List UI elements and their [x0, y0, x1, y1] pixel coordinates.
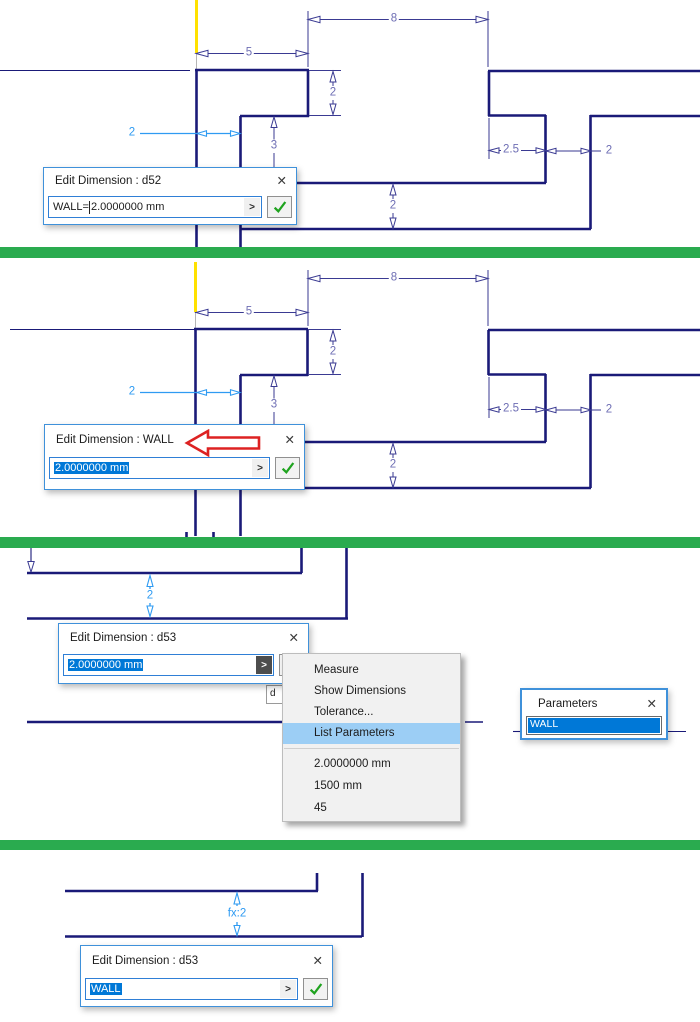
dimension-expression-input[interactable]: WALL=2.0000000 mm >	[48, 196, 262, 218]
dialog-title: Edit Dimension : d52	[55, 175, 162, 187]
dim-tab-width-2	[544, 406, 601, 414]
confirm-button[interactable]	[303, 978, 328, 1000]
menu-item-recent-value-2[interactable]: 1500 mm	[314, 780, 362, 792]
selected-input-value: 2.0000000 mm	[54, 462, 130, 474]
flyout-arrow-button[interactable]: >	[256, 656, 272, 674]
close-icon[interactable]: ✕	[646, 697, 657, 711]
edit-dimension-dialog-wall: Edit Dimension : WALL ✕ 2.0000000 mm >	[44, 424, 305, 490]
dimension-expression-input[interactable]: WALL >	[85, 978, 298, 1000]
dim-value-right-step-1[interactable]: 2	[327, 86, 339, 100]
dim-value-wall-2[interactable]: 2	[126, 385, 138, 399]
close-icon[interactable]: ✕	[312, 954, 323, 968]
close-icon[interactable]: ✕	[288, 631, 299, 645]
dim-value-left-width-1[interactable]: 5	[243, 46, 255, 60]
confirm-check-icon	[281, 462, 294, 475]
dim-top-width-1	[306, 11, 490, 67]
dim-edited-height-3	[146, 573, 154, 619]
parameter-item-selected[interactable]: WALL	[530, 718, 559, 730]
dialog-titlebar[interactable]: Edit Dimension : d53 ✕	[81, 946, 332, 976]
section-separator-1	[0, 247, 700, 258]
confirm-check-icon	[309, 983, 322, 996]
dimension-text-mini-box: d	[266, 685, 287, 704]
red-arrow-annotation	[184, 429, 261, 457]
edit-dimension-dialog-d52: Edit Dimension : d52 ✕ WALL=2.0000000 mm…	[43, 167, 297, 225]
dialog-titlebar[interactable]: Edit Dimension : WALL ✕	[45, 425, 304, 455]
input-prefix: WALL=	[53, 201, 89, 213]
dim-channel-height-1	[389, 182, 397, 231]
confirm-button[interactable]	[275, 457, 300, 479]
close-icon[interactable]: ✕	[276, 174, 287, 188]
dim-right-step-height-1	[309, 69, 341, 117]
dialog-titlebar[interactable]: Parameters ✕	[522, 690, 666, 718]
menu-item-list-parameters[interactable]: List Parameters	[283, 723, 460, 744]
menu-item-tolerance[interactable]: Tolerance...	[314, 706, 374, 718]
dim-value-edited-3[interactable]: 2	[144, 589, 156, 603]
close-icon[interactable]: ✕	[284, 433, 295, 447]
edit-dimension-dialog-d53: Edit Dimension : d53 ✕ 2.0000000 mm >	[58, 623, 309, 684]
menu-item-measure[interactable]: Measure	[314, 664, 359, 676]
dim-notch-width-2	[487, 377, 548, 418]
dim-value-notch-2[interactable]: 2.5	[501, 402, 521, 416]
menu-item-recent-value-3[interactable]: 45	[314, 802, 327, 814]
dialog-title: Edit Dimension : d53	[92, 955, 199, 967]
dimension-expression-input[interactable]: 2.0000000 mm >	[49, 457, 270, 479]
flyout-arrow-button[interactable]: >	[244, 198, 260, 216]
dim-value-channel-1[interactable]: 2	[387, 199, 399, 213]
dim-wall-thickness-1	[140, 129, 242, 138]
dim-value-channel-2[interactable]: 2	[387, 458, 399, 472]
selected-input-value: 2.0000000 mm	[68, 659, 144, 671]
dim-value-fx-4[interactable]: fx:2	[225, 907, 249, 921]
parameters-dialog: Parameters ✕ WALL	[520, 688, 668, 740]
flyout-arrow-button[interactable]: >	[252, 459, 268, 477]
menu-separator	[284, 748, 459, 749]
dim-value-notch-1[interactable]: 2.5	[501, 143, 521, 157]
dim-wall-thickness-2	[140, 388, 242, 397]
dim-value-tab-2[interactable]: 2	[603, 403, 615, 417]
dim-right-step-height-2	[309, 328, 341, 376]
dim-value-left-width-2[interactable]: 5	[243, 305, 255, 319]
dialog-title: Edit Dimension : d53	[70, 632, 177, 644]
dim-fx-height-4	[233, 890, 241, 938]
menu-item-recent-value-1[interactable]: 2.0000000 mm	[314, 758, 391, 770]
dim-channel-height-2	[389, 441, 397, 490]
parameters-list: WALL	[526, 716, 662, 735]
dialog-titlebar[interactable]: Edit Dimension : d53 ✕	[59, 624, 308, 652]
dialog-titlebar[interactable]: Edit Dimension : d52 ✕	[44, 168, 296, 194]
dim-value-left-step-2[interactable]: 3	[268, 398, 280, 412]
confirm-check-icon	[273, 201, 286, 214]
menu-item-show-dimensions[interactable]: Show Dimensions	[314, 685, 407, 697]
confirm-button[interactable]	[267, 196, 292, 218]
text-caret	[89, 200, 91, 214]
section-separator-2	[0, 537, 700, 548]
dim-tab-width-1	[544, 147, 601, 155]
dimension-expression-input[interactable]: 2.0000000 mm >	[63, 654, 274, 676]
section-separator-3	[0, 840, 700, 850]
dim-value-tab-1[interactable]: 2	[603, 144, 615, 158]
profile-outline-2	[10, 262, 700, 537]
dim-value-top-width-2[interactable]: 8	[388, 271, 400, 285]
dialog-title: Parameters	[538, 698, 598, 710]
profile-outline-3	[27, 548, 686, 733]
edit-dimension-dialog-d53-renamed: Edit Dimension : d53 ✕ WALL >	[80, 945, 333, 1007]
dim-value-left-step-1[interactable]: 3	[268, 139, 280, 153]
profile-outline-4	[65, 873, 364, 938]
flyout-arrow-button[interactable]: >	[280, 980, 296, 998]
dialog-title: Edit Dimension : WALL	[56, 434, 174, 446]
dim-value-top-width-1[interactable]: 8	[388, 12, 400, 26]
selected-input-value: WALL	[90, 983, 122, 995]
dim-value-right-step-2[interactable]: 2	[327, 345, 339, 359]
dimension-flyout-menu: Measure Show Dimensions Tolerance... Lis…	[282, 653, 461, 822]
input-value: 2.0000000 mm	[90, 201, 165, 213]
dim-value-wall-1[interactable]: 2	[126, 126, 138, 140]
